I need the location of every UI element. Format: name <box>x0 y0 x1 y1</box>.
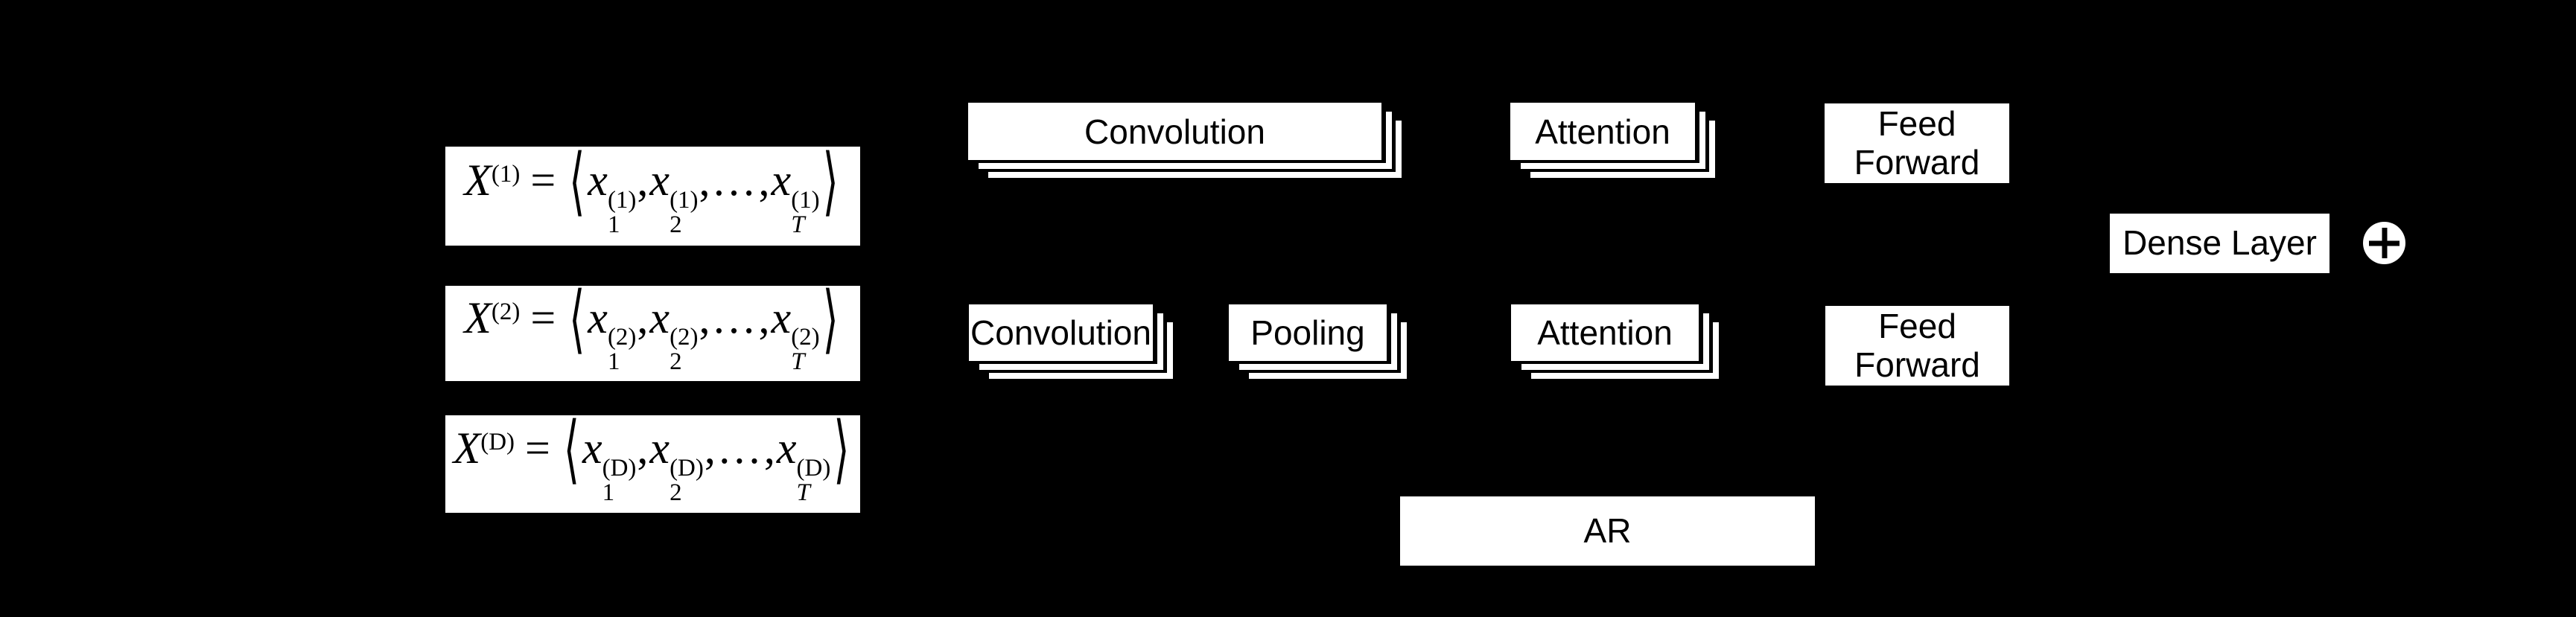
ellipsis: … <box>716 423 763 473</box>
formula-1: X(1)=⟨x(1)1,x(1)2,…,x(1)T⟩ <box>464 147 842 237</box>
term-1-sup: (2) <box>607 324 637 351</box>
comma: , <box>699 156 710 205</box>
equals-sign: = <box>525 423 550 473</box>
term-1-sub: 1 <box>607 211 620 238</box>
comma: , <box>699 292 710 342</box>
formula-lhs: X <box>464 156 492 205</box>
comma: , <box>637 292 649 342</box>
formula-lhs: X <box>453 423 481 473</box>
comma: , <box>763 423 775 473</box>
term-2-scripts: (2)2 <box>670 325 698 374</box>
block-pooling-label: Pooling <box>1229 304 1387 361</box>
term-1-scripts: (D)1 <box>602 454 637 506</box>
equals-sign: = <box>530 156 556 205</box>
block-attention-row1: Attention <box>1510 103 1715 178</box>
stack-layer-icon <box>1530 121 1715 178</box>
comma: , <box>637 156 649 205</box>
term-2-sup: (1) <box>670 186 699 214</box>
comma: , <box>758 292 770 342</box>
circled-plus-icon <box>2363 222 2405 264</box>
term-2-sub: 2 <box>670 211 682 238</box>
term-2-scripts: (1)2 <box>670 188 698 237</box>
term-2-sub: 2 <box>670 479 682 506</box>
block-convolution-row1: Convolution <box>968 103 1402 178</box>
stack-layer-icon <box>979 313 1163 370</box>
left-angle-bracket: ⟨ <box>563 415 579 493</box>
formula-lhs-sup: (1) <box>491 161 521 188</box>
block-ar-label: AR <box>1583 511 1632 550</box>
stack-layer-icon <box>988 121 1402 178</box>
ellipsis: … <box>711 156 758 205</box>
term-1-var: x <box>582 423 602 473</box>
plus-vertical-bar <box>2382 228 2387 258</box>
comma: , <box>758 156 770 205</box>
block-feed-forward-row1-label: Feed Forward <box>1854 103 1980 182</box>
stack-layer-icon <box>1531 322 1719 379</box>
term-1-scripts: (1)1 <box>608 188 636 237</box>
block-convolution-row2-label: Convolution <box>969 304 1153 361</box>
equals-sign: = <box>530 292 556 342</box>
block-feed-forward-row2-label: Feed Forward <box>1854 306 1980 384</box>
right-angle-bracket: ⟩ <box>833 415 850 493</box>
block-convolution-row2: Convolution <box>969 304 1173 379</box>
formula-lhs: X <box>464 292 492 342</box>
term-1-scripts: (2)1 <box>608 325 636 374</box>
term-1-sub: 1 <box>602 479 615 506</box>
term-2-scripts: (D)2 <box>670 454 704 506</box>
term-T-var: x <box>776 423 797 473</box>
term-2-var: x <box>649 292 670 342</box>
formula-lhs-sup: (D) <box>480 429 515 456</box>
formula-2: X(2)=⟨x(2)1,x(2)2,…,x(2)T⟩ <box>464 286 842 375</box>
stack-layer-icon <box>1521 112 1705 169</box>
term-T-sup: (2) <box>791 324 820 351</box>
term-T-var: x <box>771 156 792 205</box>
stack-layer-icon <box>989 322 1173 379</box>
term-T-var: x <box>771 292 792 342</box>
term-2-sub: 2 <box>670 348 682 376</box>
term-1-sup: (D) <box>602 454 637 482</box>
block-dense-layer: Dense Layer <box>2110 214 2329 273</box>
block-convolution-row1-label: Convolution <box>968 103 1381 160</box>
left-angle-bracket: ⟨ <box>569 147 585 226</box>
block-feed-forward-row1: Feed Forward <box>1825 103 2009 183</box>
block-feed-forward-row2: Feed Forward <box>1825 306 2009 386</box>
term-1-var: x <box>588 292 608 342</box>
right-angle-bracket: ⟩ <box>822 286 839 362</box>
input-formula-box-1: X(1)=⟨x(1)1,x(1)2,…,x(1)T⟩ <box>445 147 860 246</box>
term-T-sub: T <box>791 211 805 238</box>
input-formula-box-D: X(D)=⟨x(D)1,x(D)2,…,x(D)T⟩ <box>445 415 860 513</box>
stack-layer-icon <box>979 112 1392 169</box>
term-T-sub: T <box>796 479 810 506</box>
block-attention-row1-label: Attention <box>1510 103 1695 160</box>
block-attention-row2: Attention <box>1511 304 1719 379</box>
comma: , <box>637 423 649 473</box>
term-T-sub: T <box>791 348 805 376</box>
term-2-var: x <box>649 423 670 473</box>
term-1-sup: (1) <box>607 186 637 214</box>
block-attention-row2-label: Attention <box>1511 304 1699 361</box>
right-angle-bracket: ⟩ <box>822 147 839 226</box>
term-T-sup: (1) <box>791 186 820 214</box>
stack-layer-icon <box>1521 313 1709 370</box>
comma: , <box>704 423 716 473</box>
left-angle-bracket: ⟨ <box>569 286 585 362</box>
stack-layer-icon <box>1239 313 1397 370</box>
ellipsis: … <box>711 292 758 342</box>
term-T-scripts: (1)T <box>791 188 819 237</box>
term-2-var: x <box>649 156 670 205</box>
formula-lhs-sup: (2) <box>491 298 521 325</box>
term-2-sup: (2) <box>670 324 699 351</box>
term-1-sub: 1 <box>607 348 620 376</box>
block-ar: AR <box>1400 496 1815 566</box>
term-2-sup: (D) <box>670 454 704 482</box>
block-dense-layer-label: Dense Layer <box>2122 223 2317 263</box>
term-1-var: x <box>588 156 608 205</box>
input-formula-box-2: X(2)=⟨x(2)1,x(2)2,…,x(2)T⟩ <box>445 286 860 381</box>
formula-D: X(D)=⟨x(D)1,x(D)2,…,x(D)T⟩ <box>453 415 853 506</box>
block-pooling: Pooling <box>1229 304 1407 379</box>
term-T-scripts: (D)T <box>796 454 831 506</box>
term-T-sup: (D) <box>796 454 831 482</box>
stack-layer-icon <box>1249 322 1407 379</box>
term-T-scripts: (2)T <box>791 325 819 374</box>
